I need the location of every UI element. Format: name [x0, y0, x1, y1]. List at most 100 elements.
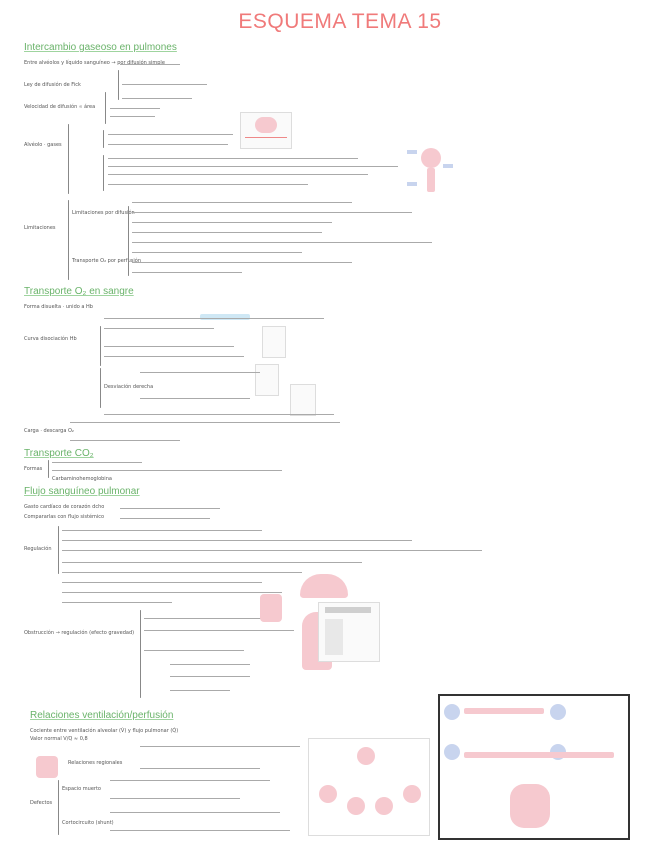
text-line: [120, 518, 210, 519]
brace: [68, 124, 69, 194]
text-line: [110, 798, 240, 799]
text-line: [108, 134, 233, 135]
s5-line-0: Cociente entre ventilación alveolar (V̇)…: [30, 728, 179, 734]
text-line: [108, 158, 358, 159]
text-line: [62, 550, 482, 551]
text-line: [110, 108, 160, 109]
text-line: [62, 592, 282, 593]
text-line: [140, 768, 260, 769]
text-line: [104, 346, 234, 347]
brace: [58, 526, 59, 574]
page-title: ESQUEMA TEMA 15: [238, 10, 442, 33]
text-line: [170, 664, 250, 665]
text-line: [132, 212, 412, 213]
s5-line-1: Valor normal V/Q ≈ 0,8: [30, 736, 88, 742]
text-line: [104, 318, 324, 319]
s2-line-0: Forma disuelta · unido a Hb: [24, 304, 93, 310]
s1-line-1: Ley de difusión de Fick: [24, 82, 81, 88]
text-line: [132, 252, 302, 253]
text-line: [104, 414, 334, 415]
section-heading-flujo: Flujo sanguíneo pulmonar: [24, 486, 140, 497]
text-line: [120, 508, 220, 509]
text-line: [170, 676, 250, 677]
text-line: [122, 84, 207, 85]
text-line: [104, 356, 244, 357]
text-line: [110, 830, 290, 831]
s3-line-1: Carbaminohemoglobina: [52, 476, 112, 482]
text-line: [144, 630, 294, 631]
text-line: [110, 116, 155, 117]
text-line: [62, 530, 262, 531]
text-line: [70, 440, 180, 441]
brace: [48, 460, 49, 478]
text-line: [104, 328, 214, 329]
brace: [100, 326, 101, 366]
dissociation-curve-icon: [290, 384, 316, 416]
text-line: [140, 398, 250, 399]
s2-line-3: Carga · descarga O₂: [24, 428, 74, 434]
vq-reference-figure: [438, 694, 630, 840]
s1-line-4: Limitaciones: [24, 225, 56, 231]
s4-line-4: Obstrucción → regulación (efecto graveda…: [24, 630, 135, 636]
text-line: [62, 582, 262, 583]
s1-side-2: Limitaciones por difusión: [72, 210, 135, 216]
text-line: [132, 202, 352, 203]
s1-line-3: Alvéolo · gases: [24, 142, 62, 148]
section-heading-transporte-o2: Transporte O₂ en sangre: [24, 286, 134, 297]
zones-table-figure: [318, 602, 380, 662]
text-line: [108, 174, 368, 175]
s3-line-0: Formas: [24, 466, 43, 472]
alveolus-diagram-icon: [240, 112, 292, 149]
text-line: [144, 650, 244, 651]
section-heading-ventilacion: Relaciones ventilación/perfusión: [30, 710, 174, 721]
highlight: [200, 314, 250, 320]
brace: [68, 200, 69, 280]
brace: [140, 610, 141, 698]
text-line: [144, 618, 264, 619]
text-line: [108, 184, 308, 185]
text-line: [62, 562, 362, 563]
dissociation-curve-icon: [255, 364, 279, 396]
brace: [103, 155, 104, 191]
text-line: [52, 462, 142, 463]
lung-diagram-icon: [260, 594, 282, 622]
s1-line-5: Transporte O₂ por perfusión: [72, 258, 141, 264]
alveolus-capillary-icon: [405, 142, 455, 200]
s1-line-0: Entre alvéolos y líquido sanguíneo → por…: [24, 60, 165, 66]
text-line: [132, 262, 352, 263]
brace: [103, 130, 104, 148]
s2-line-2: Desviación derecha: [104, 384, 154, 390]
brace: [105, 92, 106, 124]
s5-line-4: Espacio muerto: [62, 786, 101, 792]
section-heading-intercambio: Intercambio gaseoso en pulmones: [24, 42, 177, 53]
brace: [100, 368, 101, 408]
dissociation-curve-icon: [262, 326, 286, 358]
text-line: [62, 572, 302, 573]
text-line: [140, 746, 300, 747]
text-line: [108, 166, 398, 167]
brace: [128, 206, 129, 276]
text-line: [132, 222, 332, 223]
text-line: [170, 690, 230, 691]
text-line: [122, 98, 192, 99]
s5-line-3: Defectos: [30, 800, 53, 806]
s4-line-0: Gasto cardíaco de corazón dcho: [24, 504, 105, 510]
brace: [58, 780, 59, 835]
s2-line-1: Curva disociación Hb: [24, 336, 77, 342]
s4-line-1: Compararlas con flujo sistémico: [24, 514, 105, 520]
text-line: [120, 64, 180, 65]
s5-line-5: Cortocircuito (shunt): [62, 820, 114, 826]
text-line: [62, 602, 172, 603]
text-line: [132, 272, 242, 273]
text-line: [110, 780, 270, 781]
section-heading-transporte-co2: Transporte CO₂: [24, 448, 94, 459]
vq-diagram: [308, 738, 430, 836]
s5-line-2: Relaciones regionales: [68, 760, 123, 766]
lung-diagram-icon: [36, 756, 58, 778]
text-line: [140, 372, 260, 373]
text-line: [108, 144, 228, 145]
text-line: [132, 242, 432, 243]
lung-zone-diagram: [300, 574, 348, 598]
brace: [118, 70, 119, 100]
text-line: [52, 470, 282, 471]
